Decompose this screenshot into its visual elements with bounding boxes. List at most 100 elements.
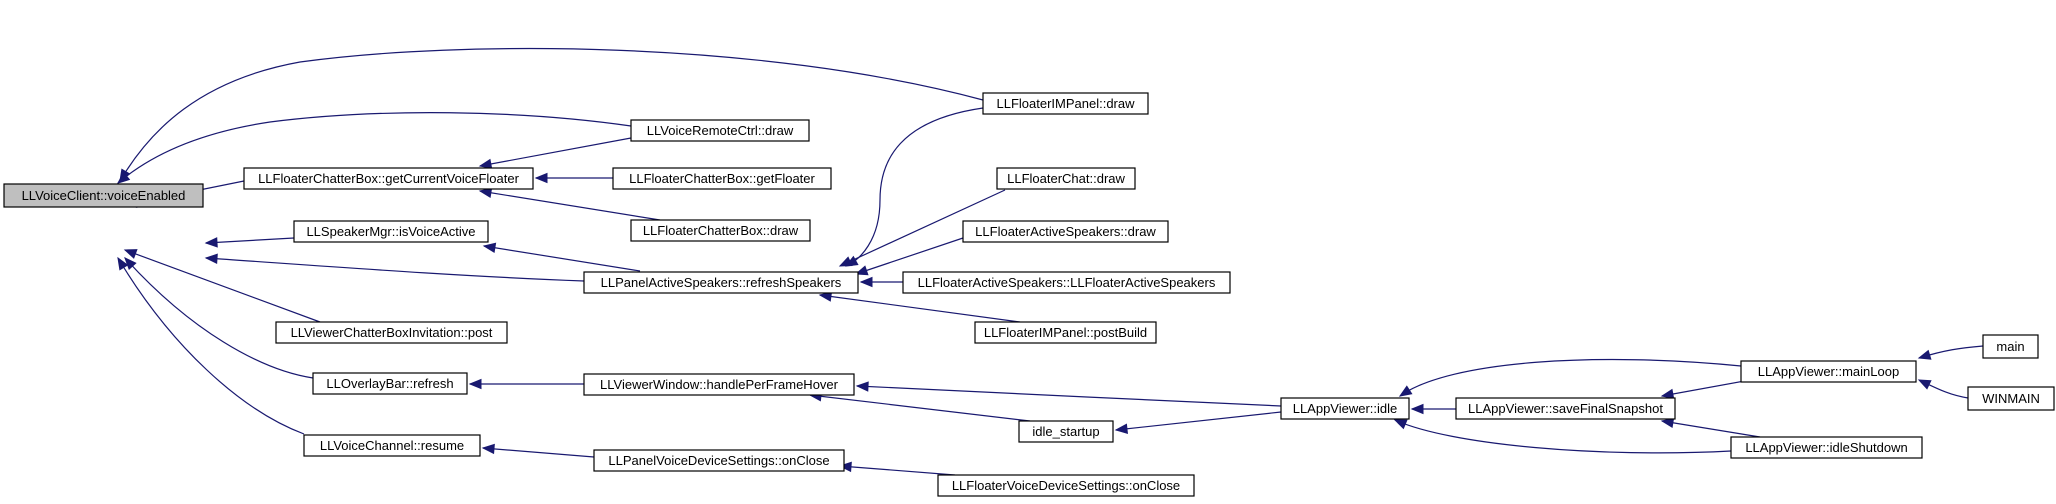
edge-activeSpeakersDraw-to-refreshSpeakers	[854, 237, 964, 276]
arrowhead-icon	[481, 443, 495, 455]
edge-idleShutdown-to-appIdle	[1393, 419, 1732, 454]
arrowhead-icon	[116, 171, 131, 184]
node-im-panel-post-build[interactable]: LLFloaterIMPanel::postBuild	[974, 321, 1157, 344]
arrowhead-icon	[1917, 379, 1932, 390]
node-main[interactable]: main	[1982, 334, 2039, 359]
node-main-loop[interactable]: LLAppViewer::mainLoop	[1740, 360, 1917, 383]
edge-line	[1661, 420, 1761, 438]
node-handle-per-frame-hover[interactable]: LLViewerWindow::handlePerFrameHover	[583, 373, 855, 396]
edge-line	[856, 385, 1282, 407]
node-box	[303, 434, 481, 457]
arrowhead-icon	[1917, 349, 1932, 360]
node-label: LLFloaterIMPanel::postBuild	[984, 325, 1147, 340]
node-label: LLVoiceClient::voiceEnabled	[22, 188, 186, 203]
node-chatter-get-floater[interactable]: LLFloaterChatterBox::getFloater	[612, 167, 832, 190]
node-label: LLPanelVoiceDeviceSettings::onClose	[608, 453, 829, 468]
node-is-voice-active[interactable]: LLSpeakerMgr::isVoiceActive	[293, 220, 489, 243]
node-panel-voice-on-close[interactable]: LLPanelVoiceDeviceSettings::onClose	[593, 449, 845, 472]
node-box	[630, 119, 810, 142]
node-idle-shutdown[interactable]: LLAppViewer::idleShutdown	[1730, 436, 1923, 459]
node-label: LLPanelActiveSpeakers::refreshSpeakers	[601, 275, 842, 290]
edge-saveFinalSnapshot-to-appIdle	[1410, 403, 1456, 415]
node-idle-startup[interactable]: idle_startup	[1018, 420, 1114, 443]
node-label: LLAppViewer::idle	[1293, 401, 1398, 416]
node-save-final-snapshot[interactable]: LLAppViewer::saveFinalSnapshot	[1455, 397, 1676, 420]
edge-line	[1399, 358, 1742, 397]
edge-line	[124, 257, 314, 379]
node-floater-chat-draw[interactable]: LLFloaterChat::draw	[996, 167, 1136, 190]
arrowhead-icon	[1393, 419, 1408, 430]
node-label: LLViewerWindow::handlePerFrameHover	[600, 377, 839, 392]
node-box	[630, 219, 811, 242]
node-label: LLFloaterActiveSpeakers::LLFloaterActive…	[918, 275, 1216, 290]
node-label: LLOverlayBar::refresh	[326, 376, 453, 391]
call-nodes: LLVoiceClient::voiceEnabledLLFloaterChat…	[3, 92, 2055, 497]
edge-mainLoop-to-appIdle	[1398, 358, 1742, 397]
edge-mainLoop-to-saveFinalSnapshot	[1660, 379, 1751, 400]
node-overlay-refresh[interactable]: LLOverlayBar::refresh	[312, 372, 468, 395]
edge-voiceChannelResume-to-voiceEnabled	[117, 256, 305, 435]
edge-idleShutdown-to-saveFinalSnapshot	[1660, 417, 1761, 438]
node-box	[996, 167, 1136, 190]
node-voice-remote-draw[interactable]: LLVoiceRemoteCtrl::draw	[630, 119, 810, 142]
node-box	[583, 271, 859, 294]
node-label: LLSpeakerMgr::isVoiceActive	[306, 224, 475, 239]
arrowhead-icon	[117, 256, 129, 271]
edge-line	[839, 465, 956, 476]
node-box	[1018, 420, 1114, 443]
arrowhead-icon	[534, 172, 548, 184]
edge-chatterGetFloater-to-getCurrentVoiceFloater	[534, 172, 613, 184]
edge-chatterInvitationPost-to-voiceEnabled	[123, 249, 321, 323]
edge-main-to-mainLoop	[1917, 345, 1984, 360]
node-app-idle[interactable]: LLAppViewer::idle	[1280, 397, 1410, 420]
node-label: LLVoiceChannel::resume	[320, 438, 464, 453]
arrowhead-icon	[1660, 388, 1675, 400]
edge-line	[1115, 411, 1282, 431]
node-box	[275, 321, 508, 344]
arrowhead-icon	[855, 381, 869, 392]
arrowhead-icon	[478, 187, 493, 199]
arrowhead-icon	[204, 253, 218, 265]
edge-floaterVoiceOnClose-to-panelVoiceOnClose	[838, 461, 956, 476]
node-chatter-draw[interactable]: LLFloaterChatterBox::draw	[630, 219, 811, 242]
node-label: LLFloaterChatterBox::draw	[643, 223, 799, 238]
edge-line	[855, 237, 964, 275]
node-im-panel-draw[interactable]: LLFloaterIMPanel::draw	[982, 92, 1149, 115]
edge-line	[482, 447, 595, 458]
edge-line	[124, 249, 321, 323]
node-voice-enabled[interactable]: LLVoiceClient::voiceEnabled	[3, 183, 204, 208]
edge-appIdle-to-idleStartup	[1114, 411, 1282, 434]
node-active-speakers-draw[interactable]: LLFloaterActiveSpeakers::draw	[962, 220, 1169, 243]
node-box	[1967, 386, 2055, 411]
node-box	[962, 220, 1169, 243]
arrowhead-icon	[838, 256, 853, 267]
node-winmain[interactable]: WINMAIN	[1967, 386, 2055, 411]
node-chatter-invitation-post[interactable]: LLViewerChatterBoxInvitation::post	[275, 321, 508, 344]
arrowhead-icon	[123, 249, 138, 259]
edge-line	[809, 394, 1031, 422]
arrowhead-icon	[1114, 423, 1129, 434]
edge-idleStartup-to-handlePerFrameHover	[808, 391, 1031, 422]
node-box	[243, 167, 534, 190]
node-label: idle_startup	[1032, 424, 1099, 439]
node-box	[1455, 397, 1676, 420]
node-box	[1982, 334, 2039, 359]
node-label: LLFloaterVoiceDeviceSettings::onClose	[952, 478, 1180, 493]
edge-line	[205, 237, 295, 244]
edge-line	[117, 112, 632, 184]
node-active-speakers-ctor[interactable]: LLFloaterActiveSpeakers::LLFloaterActive…	[902, 271, 1231, 294]
node-get-current-voice-floater[interactable]: LLFloaterChatterBox::getCurrentVoiceFloa…	[243, 167, 534, 190]
edge-voiceRemoteDraw-to-getCurrentVoiceFloater	[478, 137, 632, 170]
edge-line	[483, 245, 641, 272]
node-box	[3, 183, 204, 208]
node-refresh-speakers[interactable]: LLPanelActiveSpeakers::refreshSpeakers	[583, 271, 859, 294]
arrowhead-icon	[1660, 417, 1675, 429]
edge-line	[479, 190, 661, 221]
edge-overlayRefresh-to-voiceEnabled	[124, 257, 314, 379]
node-voice-channel-resume[interactable]: LLVoiceChannel::resume	[303, 434, 481, 457]
node-floater-voice-on-close[interactable]: LLFloaterVoiceDeviceSettings::onClose	[937, 474, 1195, 497]
arrowhead-icon	[468, 378, 482, 390]
edge-appIdle-to-handlePerFrameHover	[855, 381, 1282, 407]
edge-line	[479, 137, 632, 167]
